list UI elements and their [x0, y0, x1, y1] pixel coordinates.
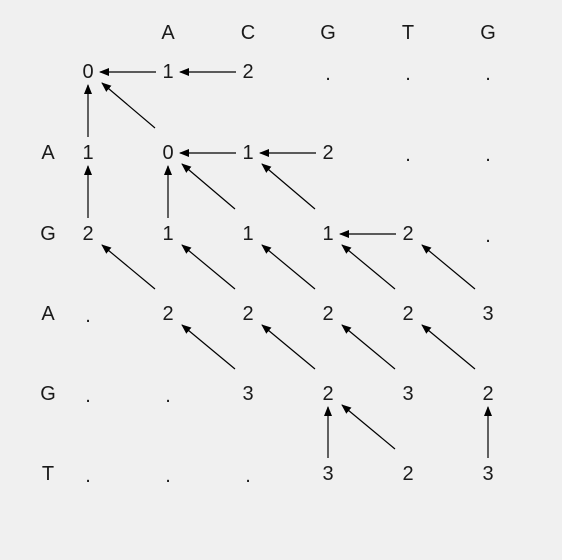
grid-cell: .: [405, 144, 411, 166]
grid-cell: 0: [82, 61, 94, 83]
column-header: G: [320, 22, 336, 44]
grid-cell: 2: [162, 303, 174, 325]
grid-cell: 2: [402, 223, 414, 245]
grid-cell: .: [405, 63, 411, 85]
traceback-arrow: [261, 163, 316, 210]
traceback-arrow: [181, 163, 236, 210]
grid-cell: .: [85, 465, 91, 487]
traceback-arrow: [181, 244, 236, 290]
grid-cell: 3: [482, 463, 494, 485]
grid-cell: 2: [322, 142, 334, 164]
grid-cell: 1: [82, 142, 94, 164]
grid-cell: 2: [242, 303, 254, 325]
grid-cell: 1: [242, 223, 254, 245]
grid-cell: .: [245, 465, 251, 487]
grid-cell: 3: [482, 303, 494, 325]
traceback-arrow: [341, 244, 396, 290]
traceback-arrow: [261, 324, 316, 370]
traceback-arrow: [101, 82, 156, 129]
row-header: G: [40, 383, 56, 405]
row-header: T: [41, 463, 55, 485]
grid-cell: 1: [162, 61, 174, 83]
grid-cell: .: [485, 63, 491, 85]
grid-cell: 2: [482, 383, 494, 405]
traceback-arrow: [421, 244, 476, 290]
grid-cell: 2: [242, 61, 254, 83]
grid-cell: 2: [322, 383, 334, 405]
column-header: G: [480, 22, 496, 44]
grid-cell: 2: [82, 223, 94, 245]
grid-cell: 0: [162, 142, 174, 164]
grid-cell: 1: [242, 142, 254, 164]
grid-cell: .: [165, 465, 171, 487]
grid-cell: .: [325, 63, 331, 85]
traceback-arrow: [181, 324, 236, 370]
grid-cell: 1: [162, 223, 174, 245]
row-header: A: [41, 303, 55, 325]
grid-cell: .: [485, 144, 491, 166]
row-header: G: [40, 223, 56, 245]
traceback-arrow: [421, 324, 476, 370]
column-header: C: [240, 22, 256, 44]
grid-cell: 2: [402, 303, 414, 325]
grid-cell: .: [85, 385, 91, 407]
traceback-arrow: [341, 404, 396, 450]
grid-cell: 3: [322, 463, 334, 485]
row-header: A: [41, 142, 55, 164]
grid-cell: 3: [402, 383, 414, 405]
traceback-arrow: [341, 324, 396, 370]
grid-cell: .: [165, 385, 171, 407]
grid-cell: .: [485, 225, 491, 247]
grid-cell: 2: [322, 303, 334, 325]
grid-cell: .: [85, 305, 91, 327]
traceback-arrow: [261, 244, 316, 290]
column-header: A: [161, 22, 175, 44]
column-header: T: [401, 22, 415, 44]
traceback-arrow: [101, 244, 156, 290]
grid-cell: 2: [402, 463, 414, 485]
grid-cell: 1: [322, 223, 334, 245]
grid-cell: 3: [242, 383, 254, 405]
